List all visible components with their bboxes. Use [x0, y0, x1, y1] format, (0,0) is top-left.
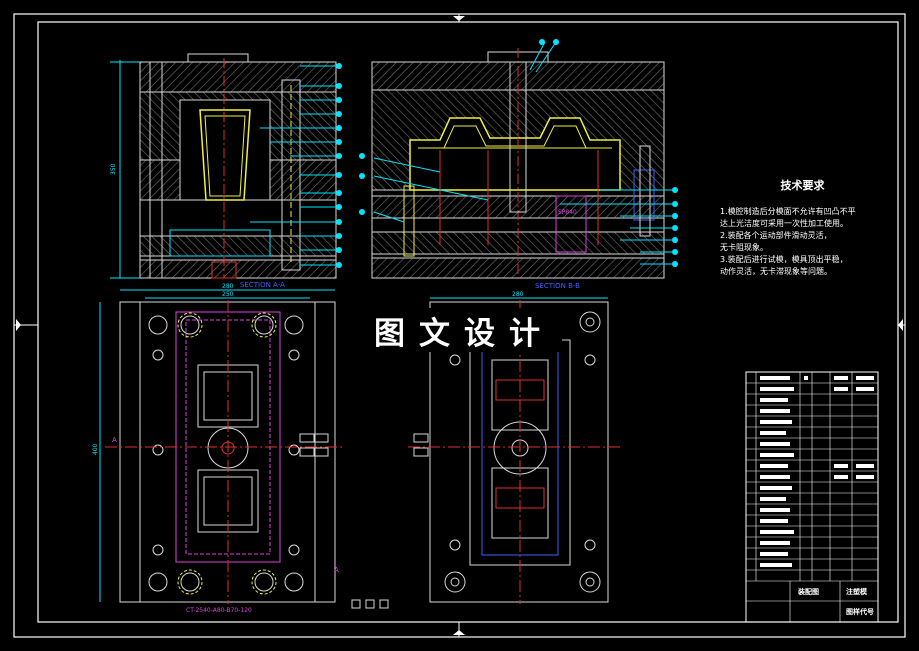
requirement-line: 2.装配各个运动部件滑动灵活，	[720, 231, 832, 240]
top-outer-width-dimension: 280	[222, 283, 234, 290]
title-block	[745, 371, 879, 623]
section-a-a-label: SECTION A-A	[240, 281, 285, 289]
section-b-b-label: SECTION B-B	[535, 282, 580, 290]
section-b-b-view: SP840 SECTION B-B	[359, 39, 678, 290]
left-height-dimension: 350	[110, 163, 117, 175]
title-block-drawing-number: 图样代号	[846, 608, 874, 616]
section-a-a-view: SECTION A-A 350	[110, 53, 342, 289]
requirement-line: 3.装配后进行试模，模具顶出平稳，	[720, 255, 848, 264]
moving-half-plan-view: 280 250	[92, 283, 389, 614]
title-block-part-type: 注塑模	[846, 588, 867, 596]
requirement-line: 达上光洁度可采用一次性加工使用。	[720, 219, 848, 228]
model-code-label: CT-2540-A80-B70-120	[186, 607, 252, 614]
technical-requirements: 技术要求 1.模腔制造后分模面不允许有凹凸不平 达上光洁度可采用一次性加工使用。…	[720, 180, 885, 278]
drawing-frame	[13, 13, 906, 638]
requirement-line: 无卡阻现象。	[720, 243, 768, 252]
section-marker-a-right: A	[334, 566, 339, 574]
plate-label: SP840	[558, 209, 577, 216]
technical-requirements-title: 技术要求	[780, 179, 825, 192]
requirement-line: 1.模腔制造后分模面不允许有凹凸不平	[720, 207, 856, 216]
requirement-line: 动作灵活，无卡滞现象等问题。	[720, 267, 832, 276]
right-width-dimension: 280	[512, 291, 524, 298]
top-inner-width-dimension: 250	[222, 291, 234, 298]
watermark-banner: 图文设计	[366, 308, 562, 352]
section-marker-a-left: A	[112, 436, 117, 444]
title-block-drawing-name: 装配图	[798, 588, 819, 596]
left-plan-height-dimension: 400	[92, 443, 99, 455]
